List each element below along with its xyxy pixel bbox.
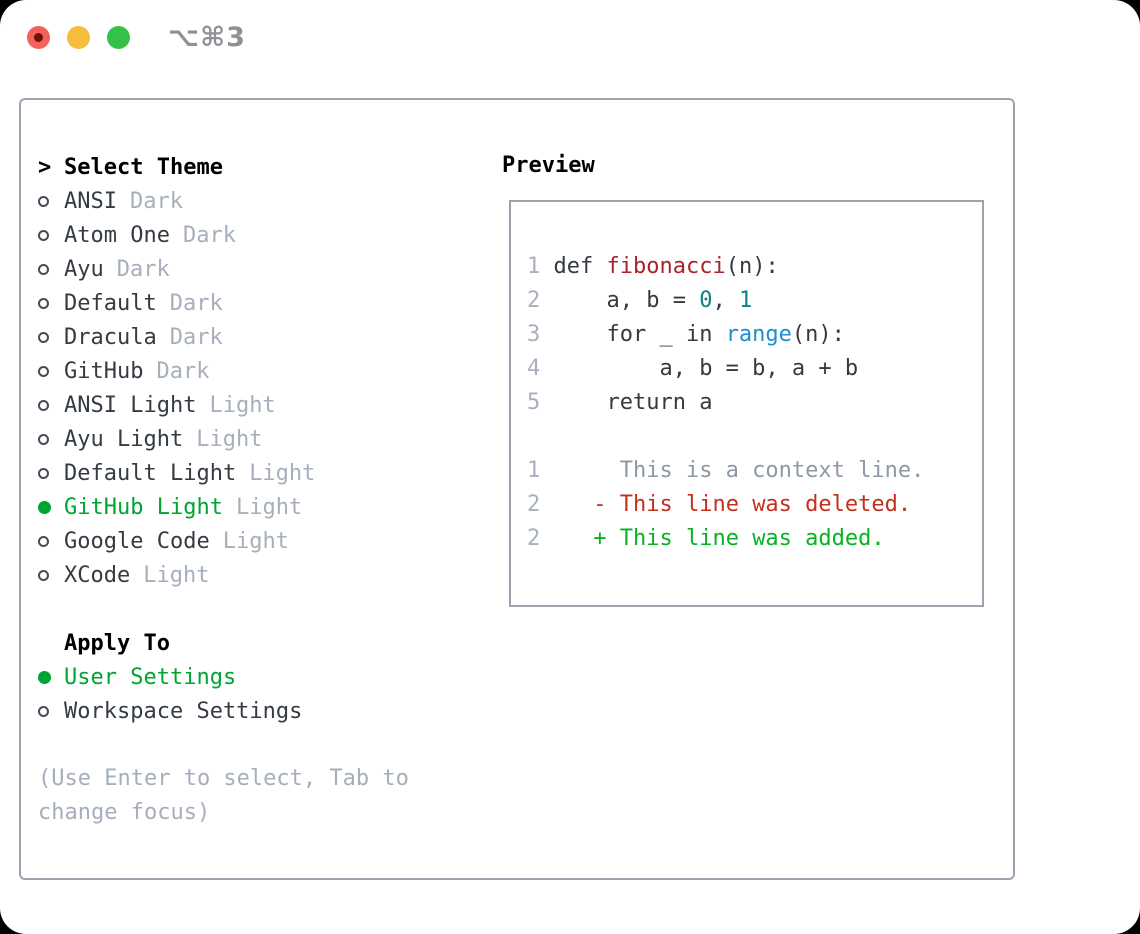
radio-selected-icon bbox=[38, 500, 51, 514]
titlebar: ⌥⌘3 bbox=[27, 22, 246, 53]
preview-box: 1 def fibonacci(n): 2 a, b = 0, 1 3 for … bbox=[509, 200, 984, 607]
theme-tag: Light bbox=[249, 460, 316, 486]
diff-context-line: 1 This is a context line. bbox=[527, 458, 925, 483]
radio-icon bbox=[38, 331, 49, 343]
theme-option-default-dark[interactable]: Default Dark bbox=[38, 286, 458, 320]
theme-option-ansi-light[interactable]: ANSI Light Light bbox=[38, 388, 458, 422]
theme-tag: Dark bbox=[116, 256, 170, 282]
theme-tag: Light bbox=[222, 528, 289, 554]
close-dot-icon bbox=[34, 32, 43, 42]
theme-name: GitHub bbox=[64, 358, 144, 384]
theme-tag: Light bbox=[143, 562, 210, 588]
apply-option-user-settings[interactable]: User Settings bbox=[38, 660, 458, 694]
theme-tag: Dark bbox=[169, 324, 223, 350]
theme-name: ANSI bbox=[64, 188, 117, 214]
theme-name: Default bbox=[64, 290, 157, 316]
theme-name: Ayu bbox=[64, 256, 104, 282]
radio-icon bbox=[38, 229, 49, 241]
theme-name: Ayu Light bbox=[64, 426, 184, 452]
radio-icon bbox=[38, 297, 49, 309]
theme-name: Google Code bbox=[64, 528, 210, 554]
apply-option-label: User Settings bbox=[64, 664, 237, 690]
theme-name: Default Light bbox=[64, 460, 237, 486]
apply-option-workspace-settings[interactable]: Workspace Settings bbox=[38, 694, 458, 728]
theme-tag: Dark bbox=[129, 188, 183, 214]
radio-icon bbox=[38, 467, 49, 479]
theme-tag: Dark bbox=[182, 222, 236, 248]
prompt-icon: > bbox=[38, 154, 52, 180]
radio-icon bbox=[38, 433, 49, 445]
keyboard-hint: (Use Enter to select, Tab to change focu… bbox=[38, 766, 409, 825]
apply-option-label: Workspace Settings bbox=[64, 698, 303, 724]
code-line: 5 return a bbox=[527, 390, 713, 415]
zoom-button-icon[interactable] bbox=[107, 25, 130, 49]
preview-title: Preview bbox=[502, 153, 595, 178]
theme-option-ayu-light[interactable]: Ayu Light Light bbox=[38, 422, 458, 456]
theme-tag: Light bbox=[235, 494, 303, 520]
code-line: 2 a, b = 0, 1 bbox=[527, 288, 753, 313]
theme-option-ayu-dark[interactable]: Ayu Dark bbox=[38, 252, 458, 286]
theme-option-default-light[interactable]: Default Light Light bbox=[38, 456, 458, 490]
theme-option-github-light[interactable]: GitHub Light Light bbox=[38, 490, 458, 524]
theme-name: Atom One bbox=[64, 222, 170, 248]
radio-icon bbox=[38, 705, 49, 717]
theme-name: Dracula bbox=[64, 324, 157, 350]
radio-icon bbox=[38, 263, 49, 275]
select-theme-header: > Select Theme bbox=[38, 150, 458, 184]
code-line: 3 for _ in range(n): bbox=[527, 322, 845, 347]
close-button-icon[interactable] bbox=[27, 25, 50, 49]
theme-tag: Dark bbox=[169, 290, 223, 316]
select-theme-label: Select Theme bbox=[64, 154, 223, 180]
radio-icon bbox=[38, 365, 49, 377]
theme-option-google-code[interactable]: Google Code Light bbox=[38, 524, 458, 558]
window-title: ⌥⌘3 bbox=[168, 21, 246, 53]
theme-option-dracula-dark[interactable]: Dracula Dark bbox=[38, 320, 458, 354]
apply-to-label: Apply To bbox=[64, 630, 170, 656]
theme-name: XCode bbox=[64, 562, 131, 588]
radio-icon bbox=[38, 195, 49, 207]
theme-picker-left-column: > Select Theme ANSI Dark Atom One Dark A… bbox=[38, 150, 458, 830]
radio-icon bbox=[38, 535, 49, 547]
theme-name-selected: GitHub Light bbox=[64, 494, 223, 520]
code-line: 4 a, b = b, a + b bbox=[527, 356, 859, 381]
radio-icon bbox=[38, 569, 49, 581]
diff-deleted-line: 2 - This line was deleted. bbox=[527, 492, 912, 517]
theme-tag: Light bbox=[209, 392, 276, 418]
code-line: 1 def fibonacci(n): bbox=[527, 254, 779, 279]
theme-name: ANSI Light bbox=[64, 392, 197, 418]
section-gap bbox=[38, 592, 458, 626]
theme-option-atom-one-dark[interactable]: Atom One Dark bbox=[38, 218, 458, 252]
theme-option-github-dark[interactable]: GitHub Dark bbox=[38, 354, 458, 388]
theme-tag: Dark bbox=[156, 358, 210, 384]
apply-to-header: Apply To bbox=[38, 626, 458, 660]
code-line-blank bbox=[527, 420, 982, 454]
theme-option-xcode[interactable]: XCode Light bbox=[38, 558, 458, 592]
diff-added-line: 2 + This line was added. bbox=[527, 526, 885, 551]
radio-selected-icon bbox=[38, 670, 51, 684]
theme-option-ansi-dark[interactable]: ANSI Dark bbox=[38, 184, 458, 218]
minimize-button-icon[interactable] bbox=[67, 25, 90, 49]
theme-picker-panel: > Select Theme ANSI Dark Atom One Dark A… bbox=[19, 98, 1015, 880]
theme-tag: Light bbox=[196, 426, 263, 452]
radio-icon bbox=[38, 399, 49, 411]
